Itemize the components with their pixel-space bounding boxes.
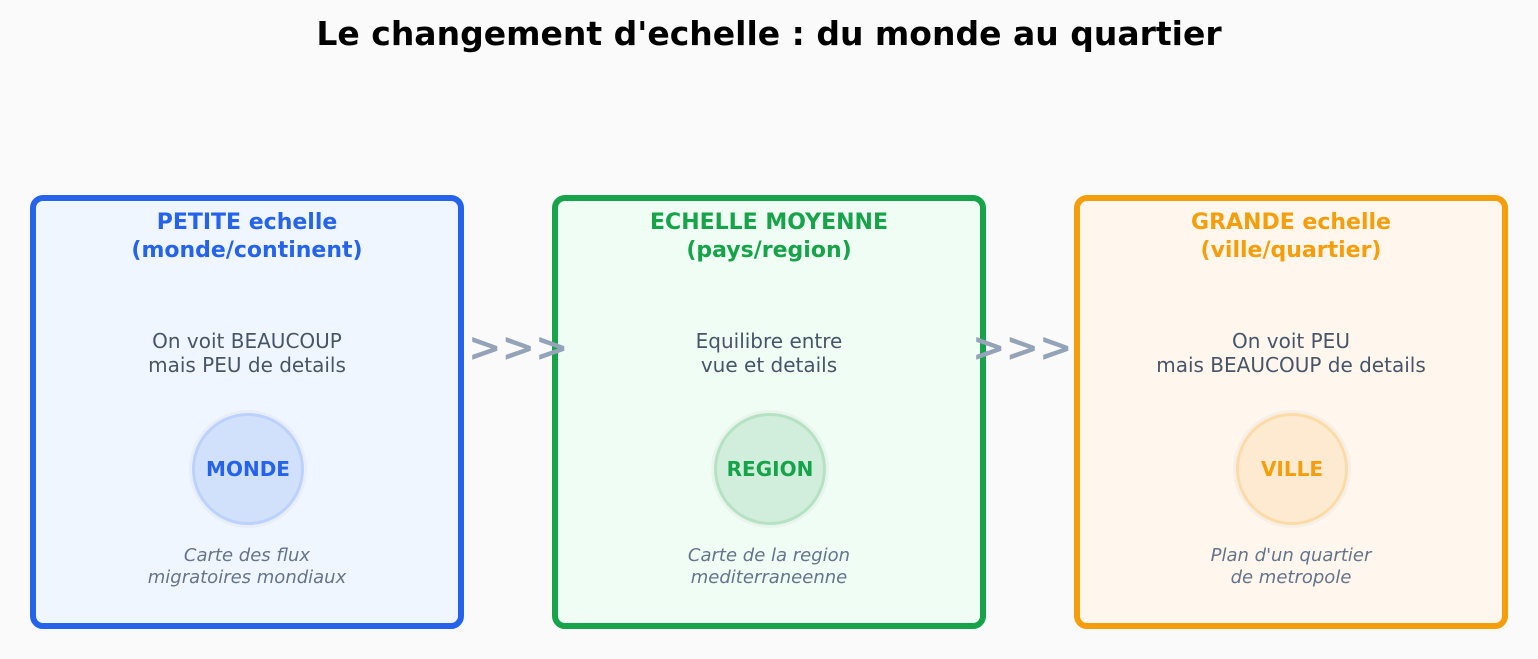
description-line: Equilibre entre [695, 329, 843, 353]
scale-badge: VILLE [1236, 413, 1348, 525]
description-line: vue et details [700, 353, 838, 377]
panel-small-scale: PETITE echelle (monde/continent) On voit … [30, 195, 464, 629]
panel-heading: PETITE echelle (monde/continent) [36, 209, 458, 265]
caption-line: de metropole [1230, 567, 1352, 588]
heading-line: GRANDE echelle [1191, 210, 1391, 235]
scale-badge: MONDE [192, 413, 304, 525]
panel-heading: ECHELLE MOYENNE (pays/region) [558, 209, 980, 265]
panel-medium-scale: ECHELLE MOYENNE (pays/region) Equilibre e… [552, 195, 986, 629]
caption-line: Plan d'un quartier [1210, 545, 1372, 566]
caption-line: Carte des flux [183, 545, 311, 566]
heading-line: PETITE echelle [156, 210, 338, 235]
panel-large-scale: GRANDE echelle (ville/quartier) On voit P… [1074, 195, 1508, 629]
caption-line: migratoires mondiaux [147, 567, 347, 588]
heading-line: (monde/continent) [131, 238, 363, 263]
description-line: mais PEU de details [148, 353, 346, 377]
caption-line: Carte de la region [687, 545, 851, 566]
arrow-connector: >>> [972, 325, 1073, 371]
heading-line: ECHELLE MOYENNE [650, 210, 888, 235]
diagram-title: Le changement d'echelle : du monde au qu… [316, 14, 1222, 53]
description-line: On voit BEAUCOUP [152, 329, 342, 353]
heading-line: (pays/region) [686, 238, 852, 263]
heading-line: (ville/quartier) [1200, 238, 1382, 263]
scale-badge: REGION [714, 413, 826, 525]
arrow-connector: >>> [468, 325, 569, 371]
panel-heading: GRANDE echelle (ville/quartier) [1080, 209, 1502, 265]
description-line: On voit PEU [1232, 329, 1350, 353]
description-line: mais BEAUCOUP de details [1156, 353, 1426, 377]
caption-line: mediterraneenne [690, 567, 848, 588]
